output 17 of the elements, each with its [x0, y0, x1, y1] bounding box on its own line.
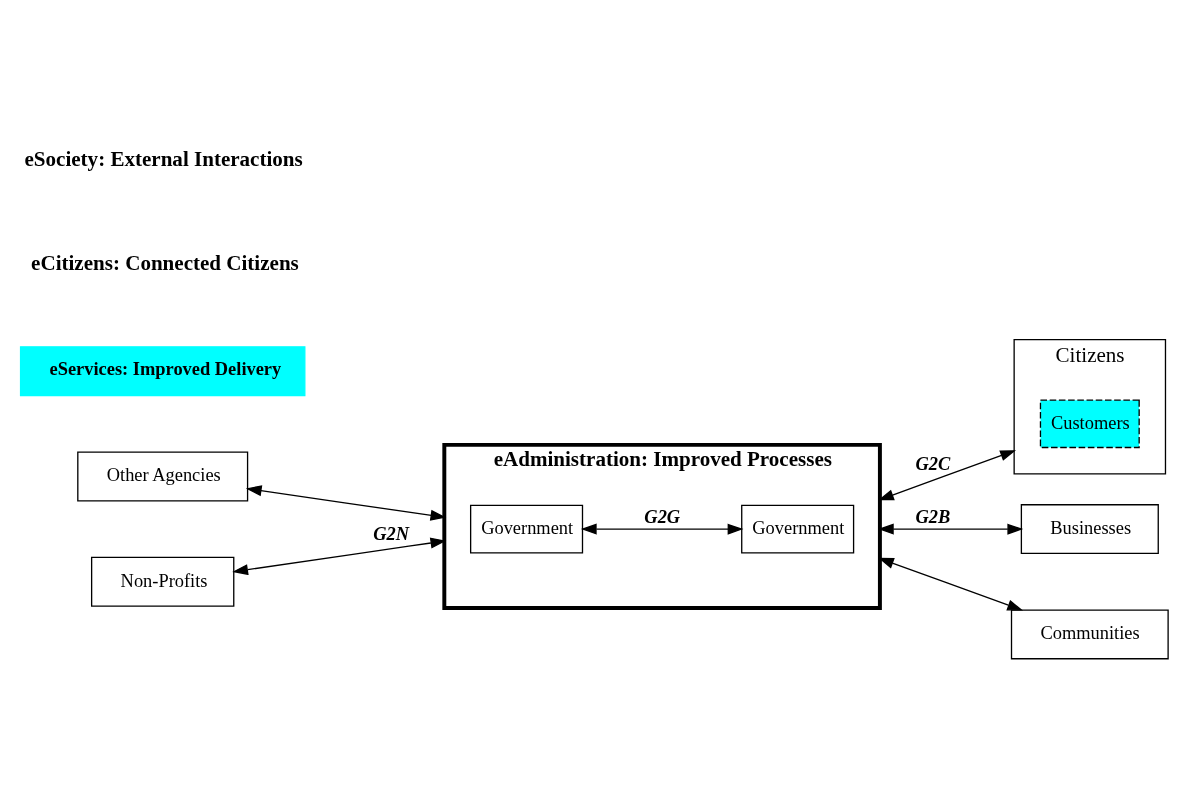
node-box: eServices: Improved Delivery [19, 346, 306, 397]
arrow [878, 450, 1016, 501]
node-box: Customers [1039, 399, 1140, 449]
edge-label: G2B [915, 506, 951, 527]
node-box: Communities [1010, 609, 1169, 660]
label: eSociety: External Interactions [24, 146, 303, 171]
arrow [878, 557, 1024, 611]
edge-label: G2C [915, 454, 951, 475]
node-box: Government [741, 504, 855, 554]
node-box: Non-Profits [91, 556, 235, 607]
arrow [580, 523, 744, 535]
node-box: Businesses [1020, 504, 1159, 555]
edge-label: G2G [644, 506, 681, 527]
edge-label: G2N [373, 523, 410, 544]
node-box: Other Agencies [77, 451, 249, 502]
label: eCitizens: Connected Citizens [31, 250, 299, 275]
node-box: Government [469, 504, 584, 554]
